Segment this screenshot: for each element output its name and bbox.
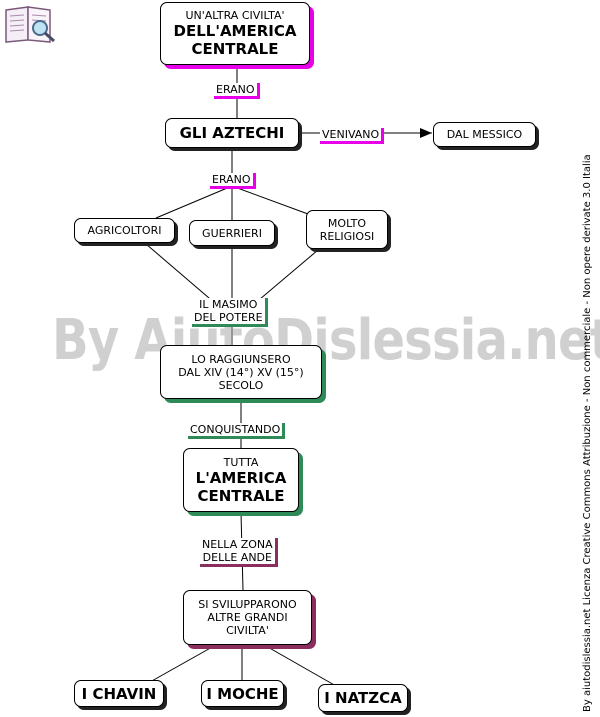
node-guerrieri: GUERRIERI — [189, 220, 275, 246]
link-masimo-potere: IL MASIMO DEL POTERE — [192, 298, 268, 327]
node-tutta: TUTTA L'AMERICA CENTRALE — [183, 448, 299, 512]
link-erano-2: ERANO — [210, 173, 256, 189]
link-venivano: VENIVANO — [320, 128, 385, 144]
license-text: By aiutodislessia.net Licenza Creative C… — [582, 154, 593, 712]
node-aztechi: GLI AZTECHI — [165, 118, 299, 148]
link-zona-ande: NELLA ZONA DELLE ANDE — [200, 538, 278, 567]
node-title-line2: DELL'AMERICA CENTRALE — [173, 22, 297, 58]
link-erano-1: ERANO — [214, 83, 260, 99]
book-magnifier-logo-icon — [5, 6, 55, 43]
node-natzca: I NATZCA — [318, 684, 408, 712]
node-title-line1: UN'ALTRA CIVILTA' — [185, 9, 285, 22]
node-title: UN'ALTRA CIVILTA' DELL'AMERICA CENTRALE — [160, 2, 310, 65]
node-tutta-line2: L'AMERICA CENTRALE — [195, 468, 287, 505]
node-messico: DAL MESSICO — [433, 122, 536, 147]
node-raggiunsero: LO RAGGIUNSERO DAL XIV (14°) XV (15°) SE… — [160, 345, 322, 399]
node-moche: I MOCHE — [201, 680, 284, 707]
node-religiosi: MOLTO RELIGIOSI — [306, 210, 388, 249]
node-chavin: I CHAVIN — [74, 680, 164, 707]
node-svilupparono: SI SVILUPPARONO ALTRE GRANDI CIVILTA' — [183, 590, 312, 645]
node-tutta-line1: TUTTA — [223, 455, 259, 469]
link-conquistando: CONQUISTANDO — [188, 423, 286, 439]
arrowhead-icon — [420, 128, 432, 138]
node-agricoltori: AGRICOLTORI — [74, 218, 175, 243]
